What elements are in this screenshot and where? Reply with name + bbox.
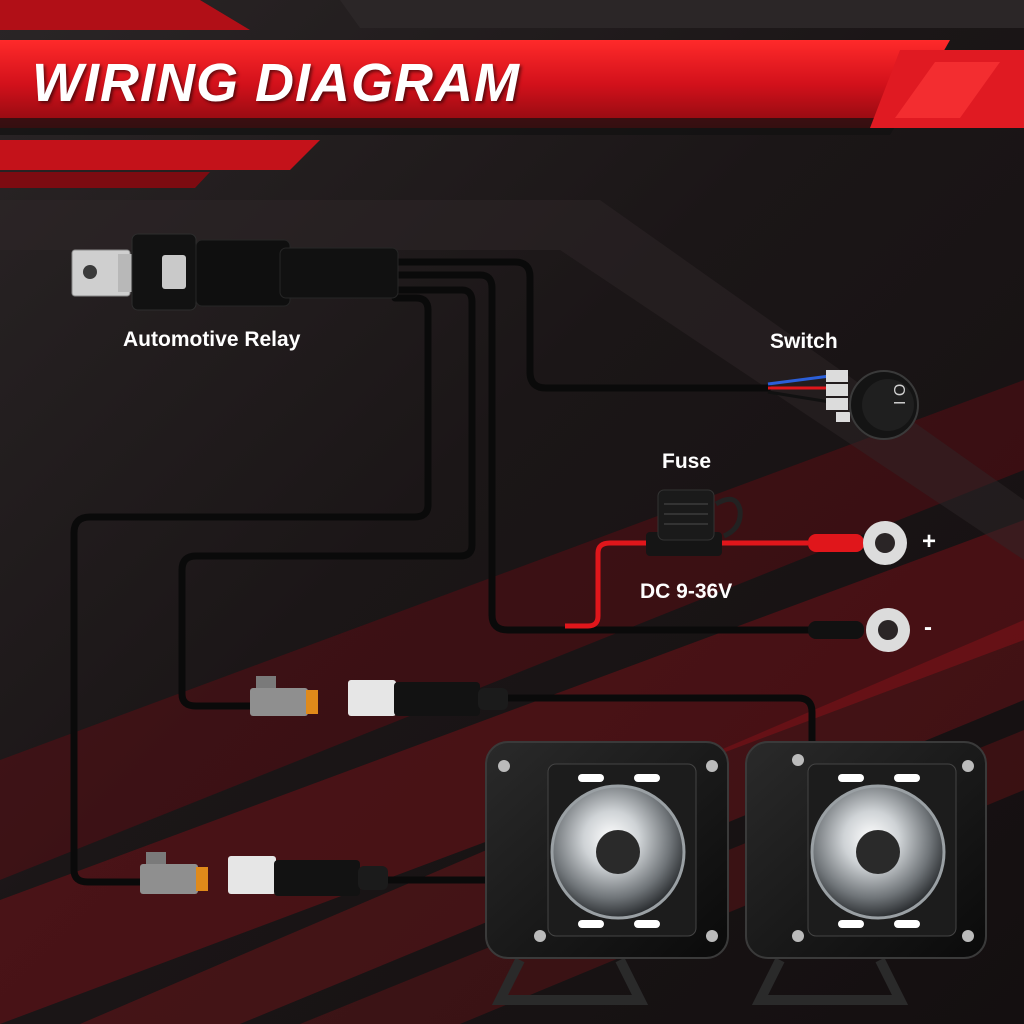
connector-pair-1 <box>250 676 508 716</box>
positive-label: + <box>922 528 937 555</box>
led-light-right <box>745 741 987 1005</box>
switch-graphic: I O <box>767 370 919 440</box>
led-light-left <box>485 741 729 1005</box>
relay-label: Automotive Relay <box>123 328 301 351</box>
switch-label: Switch <box>770 330 838 353</box>
connector-pair-2 <box>140 852 388 896</box>
voltage-label: DC 9-36V <box>640 580 733 603</box>
fuse-graphic <box>646 489 743 556</box>
negative-terminal <box>808 608 910 652</box>
relay-graphic <box>71 233 399 311</box>
red-wire <box>565 540 648 629</box>
negative-label: - <box>924 614 932 641</box>
page-title: WIRING DIAGRAM <box>32 53 520 113</box>
header-stripe <box>0 140 320 170</box>
positive-terminal <box>808 521 907 565</box>
fuse-label: Fuse <box>662 450 712 473</box>
harness-wires <box>70 258 816 886</box>
header-accent <box>0 0 250 30</box>
svg-text:I O: I O <box>892 384 909 405</box>
header-bar <box>0 40 950 128</box>
